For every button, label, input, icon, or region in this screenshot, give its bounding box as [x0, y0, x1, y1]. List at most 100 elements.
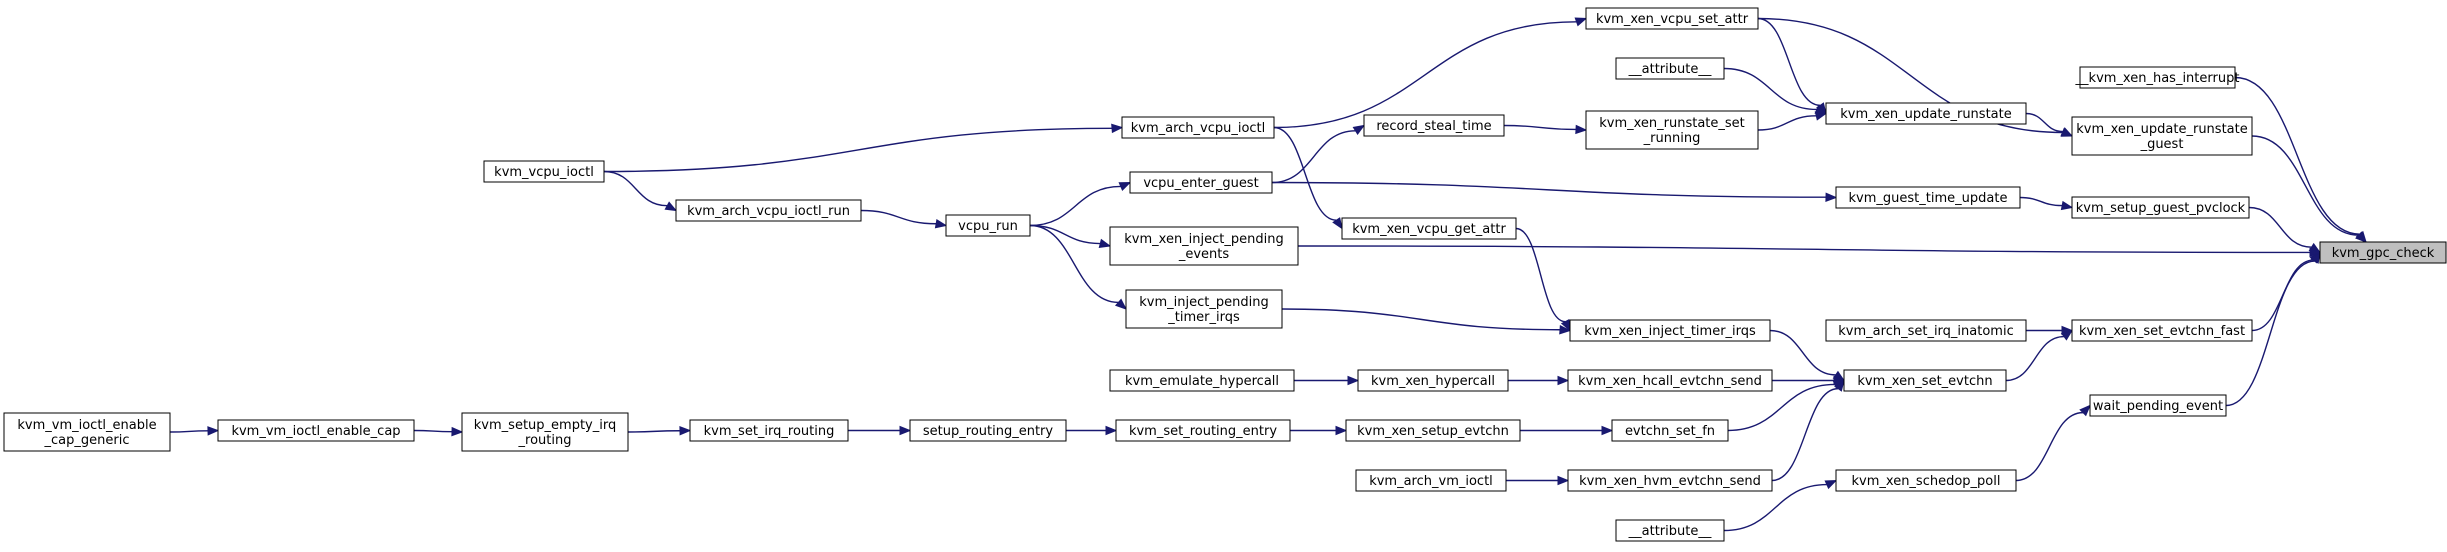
arrowhead-icon — [934, 219, 948, 229]
function-node[interactable]: evtchn_set_fn — [1611, 419, 1729, 442]
node-label: kvm_inject_pending — [1139, 295, 1268, 310]
node-box — [909, 419, 1067, 442]
call-edge — [1503, 124, 1588, 135]
function-node[interactable]: record_steal_time — [1363, 114, 1505, 137]
function-node[interactable]: kvm_xen_update_runstate — [1825, 102, 2027, 125]
function-node[interactable]: kvm_xen_schedop_poll — [1835, 469, 2017, 492]
node-box — [2089, 394, 2227, 417]
edge-line — [1723, 67, 1817, 111]
function-node[interactable]: kvm_xen_hvm_evtchn_send — [1567, 469, 1773, 492]
node-label: kvm_gpc_check — [2332, 246, 2435, 261]
node-label: _events — [1178, 247, 1230, 262]
node-box — [2079, 66, 2236, 89]
function-node[interactable]: vcpu_run — [945, 214, 1031, 237]
edge-line — [2234, 76, 2360, 235]
arrowhead-icon — [899, 425, 912, 436]
edge-line — [1029, 185, 1121, 227]
node-box — [1109, 226, 1299, 266]
node-box — [1357, 369, 1509, 392]
node-label: __kvm_xen_has_interrupt — [2075, 71, 2240, 86]
call-edge — [1297, 245, 2322, 258]
node-label: kvm_xen_inject_timer_irqs — [1584, 324, 1756, 339]
function-node[interactable]: kvm_xen_update_runstate_guest — [2071, 116, 2253, 156]
node-box — [1115, 419, 1291, 442]
arrowhead-icon — [1559, 324, 1572, 335]
arrowhead-icon — [2060, 200, 2074, 211]
node-label: kvm_xen_runstate_set — [1599, 116, 1745, 131]
edge-line — [1757, 115, 1817, 131]
edge-line — [2251, 135, 2359, 236]
function-node[interactable]: kvm_inject_pending_timer_irqs — [1125, 289, 1283, 329]
node-box — [1825, 319, 2027, 342]
edge-line — [1297, 245, 2311, 254]
node-label: kvm_xen_update_runstate — [1840, 107, 2011, 122]
function-node[interactable]: kvm_vm_ioctl_enable_cap_generic — [3, 412, 171, 452]
call-edge — [2015, 404, 2091, 482]
edge-line — [1757, 17, 2063, 134]
function-node[interactable]: kvm_arch_set_irq_inatomic — [1825, 319, 2027, 342]
node-label: kvm_xen_update_runstate — [2076, 122, 2247, 137]
function-node[interactable]: kvm_arch_vm_ioctl — [1355, 469, 1507, 492]
function-node[interactable]: kvm_set_irq_routing — [689, 419, 849, 442]
function-node[interactable]: kvm_set_routing_entry — [1115, 419, 1291, 442]
function-node[interactable]: kvm_arch_vcpu_ioctl_run — [675, 199, 862, 222]
arrowhead-icon — [1114, 298, 1128, 310]
function-node[interactable]: kvm_xen_hypercall — [1357, 369, 1509, 392]
function-node[interactable]: kvm_xen_set_evtchn_fast — [2071, 319, 2253, 342]
arrowhead-icon — [1834, 379, 1845, 392]
node-box — [1585, 110, 1759, 150]
edge-line — [603, 170, 668, 207]
edge-line — [1515, 227, 1566, 323]
edge-line — [1769, 329, 1836, 376]
node-label: kvm_arch_set_irq_inatomic — [1838, 324, 2013, 339]
node-box — [3, 412, 171, 452]
arrowhead-icon — [1105, 425, 1118, 436]
edge-line — [2005, 335, 2065, 382]
function-node[interactable]: __kvm_xen_has_interrupt — [2075, 66, 2240, 89]
function-node[interactable]: __attribute__ — [1615, 57, 1725, 80]
function-node[interactable]: kvm_setup_empty_irq_routing — [461, 412, 629, 452]
node-box — [2071, 116, 2253, 156]
arrowhead-icon — [1824, 479, 1838, 490]
edge-line — [1273, 21, 1577, 129]
function-node[interactable]: kvm_xen_vcpu_get_attr — [1341, 217, 1517, 240]
function-node[interactable]: kvm_setup_guest_pvclock — [2071, 196, 2250, 219]
call-edge — [1723, 479, 1838, 532]
function-node[interactable]: kvm_guest_time_update — [1835, 186, 2021, 209]
edge-line — [627, 430, 681, 433]
function-node[interactable]: setup_routing_entry — [909, 419, 1067, 442]
function-node[interactable]: kvm_gpc_check — [2319, 241, 2447, 264]
function-node[interactable]: kvm_xen_setup_evtchn — [1345, 419, 1521, 442]
edge-line — [1273, 126, 1337, 221]
function-node[interactable]: wait_pending_event — [2089, 394, 2227, 417]
function-node[interactable]: kvm_xen_vcpu_set_attr — [1585, 7, 1759, 30]
function-node[interactable]: kvm_xen_runstate_set_running — [1585, 110, 1759, 150]
call-edge — [603, 170, 678, 212]
node-label: kvm_vm_ioctl_enable_cap — [231, 424, 400, 439]
arrowhead-icon — [1601, 425, 1614, 436]
function-node[interactable]: __attribute__ — [1615, 519, 1725, 542]
function-node[interactable]: kvm_xen_inject_timer_irqs — [1569, 319, 1771, 342]
function-node[interactable]: vcpu_enter_guest — [1129, 171, 1273, 194]
function-node[interactable]: kvm_emulate_hypercall — [1109, 369, 1295, 392]
edge-line — [169, 430, 209, 433]
function-node[interactable]: kvm_vcpu_ioctl — [483, 160, 605, 183]
arrowhead-icon — [1557, 475, 1570, 486]
node-label: kvm_guest_time_update — [1849, 191, 2008, 206]
edge-line — [1271, 181, 1827, 198]
function-node[interactable]: kvm_vm_ioctl_enable_cap — [217, 419, 415, 442]
arrowhead-icon — [2309, 247, 2322, 258]
function-node[interactable]: kvm_xen_set_evtchn — [1843, 369, 2007, 392]
function-node[interactable]: kvm_xen_hcall_evtchn_send — [1567, 369, 1773, 392]
arrowhead-icon — [1332, 217, 1343, 230]
node-label: _routing — [518, 433, 572, 448]
node-label: kvm_arch_vcpu_ioctl — [1131, 121, 1266, 136]
node-box — [1615, 57, 1725, 80]
node-box — [689, 419, 849, 442]
call-edge — [1029, 224, 1128, 310]
node-box — [1109, 369, 1295, 392]
function-node[interactable]: kvm_arch_vcpu_ioctl — [1121, 116, 1275, 139]
call-edge — [1281, 308, 1572, 335]
function-node[interactable]: kvm_xen_inject_pending_events — [1109, 226, 1299, 266]
